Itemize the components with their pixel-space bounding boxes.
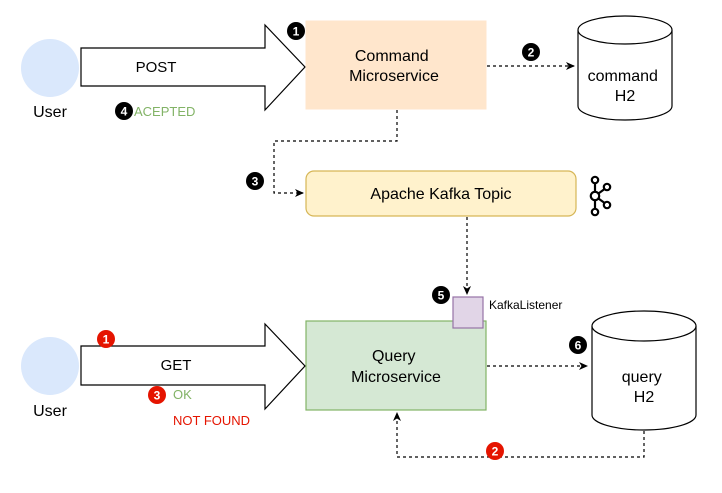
- badge-4-number: 4: [121, 105, 128, 119]
- badge-1-number: 1: [293, 25, 300, 39]
- badge-5: [432, 286, 450, 304]
- badge-2: [522, 43, 540, 61]
- query-db-label: query H2: [622, 369, 666, 406]
- badge-6-number: 6: [575, 339, 582, 353]
- not-found-response-label: NOT FOUND: [173, 413, 250, 428]
- post-label: POST: [136, 59, 177, 76]
- user-label-top: User: [33, 104, 67, 121]
- badge-red-1: [97, 330, 115, 348]
- command-db-cylinder[interactable]: [577, 15, 673, 121]
- badge-red-2: [486, 442, 504, 460]
- command-db-label: command H2: [588, 68, 663, 105]
- command-microservice-box[interactable]: [305, 20, 487, 110]
- db-to-query-connector: [393, 412, 645, 458]
- badge-red-2-number: 2: [492, 445, 499, 459]
- query-microservice-box[interactable]: [305, 320, 487, 411]
- command-to-kafka-connector: [273, 110, 398, 197]
- get-request-arrow[interactable]: [80, 322, 306, 411]
- kafka-topic-label: Apache Kafka Topic: [370, 186, 511, 203]
- user-avatar-bottom: [21, 337, 79, 395]
- badge-3-number: 3: [252, 175, 259, 189]
- badge-4: [115, 102, 133, 120]
- query-db-cylinder[interactable]: [591, 310, 697, 431]
- query-microservice-label: Query Microservice: [351, 348, 441, 386]
- post-request-arrow[interactable]: [80, 23, 306, 112]
- badge-2-number: 2: [528, 46, 535, 60]
- get-label: GET: [161, 357, 192, 374]
- badge-6: [569, 336, 587, 354]
- badge-3: [246, 172, 264, 190]
- command-microservice-label: Command Microservice: [349, 48, 439, 85]
- badge-red-1-number: 1: [103, 333, 110, 347]
- ok-response-label: OK: [173, 387, 192, 402]
- kafka-listener-label: KafkaListener: [489, 298, 562, 312]
- accepted-response-label: ACEPTED: [134, 104, 195, 119]
- kafka-listener-box[interactable]: [452, 296, 484, 329]
- badge-1: [287, 22, 305, 40]
- badge-red-3-number: 3: [154, 389, 161, 403]
- badge-5-number: 5: [438, 289, 445, 303]
- badge-red-3: [148, 386, 166, 404]
- user-label-bottom: User: [33, 403, 67, 420]
- user-avatar-top: [21, 39, 79, 97]
- kafka-topic-box[interactable]: [305, 170, 577, 217]
- kafka-logo-icon: [589, 175, 612, 217]
